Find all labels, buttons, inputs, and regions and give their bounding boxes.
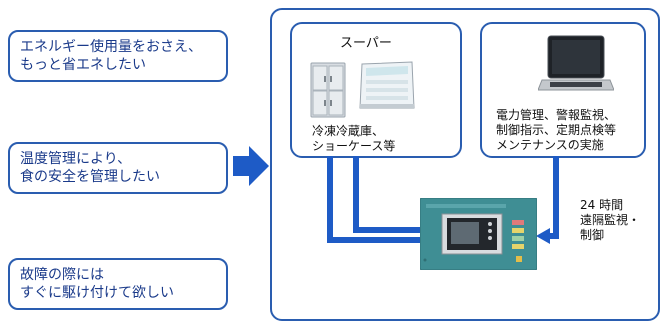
remote-label-line: 制御 (580, 228, 605, 242)
need-text-line: 温度管理により、 (20, 151, 132, 167)
maintenance-caption-line: メンテナンスの実施 (496, 138, 604, 152)
maintenance-card: 電力管理、警報監視、 制御指示、定期点検等 メンテナンスの実施 (480, 22, 646, 158)
showcase-icon (358, 60, 416, 112)
supermarket-caption-line: 冷凍冷蔵庫、 (312, 124, 385, 138)
fridge-icon (310, 62, 346, 118)
supermarket-card: スーパー 冷凍冷蔵庫、 ショーケース等 (290, 22, 462, 158)
remote-label-line: 遠隔監視・ (580, 213, 641, 227)
need-text-line: 故障の際には (20, 267, 104, 283)
need-box-energy: エネルギー使用量をおさえ、 もっと省エネしたい (8, 30, 228, 82)
controller-panel-icon (419, 197, 538, 271)
supermarket-title: スーパー (340, 36, 392, 51)
need-text-line: 食の安全を管理したい (20, 169, 160, 185)
maintenance-caption-line: 電力管理、警報監視、 (496, 108, 617, 122)
maintenance-caption-line: 制御指示、定期点検等 (496, 123, 617, 137)
supermarket-caption-line: ショーケース等 (312, 139, 396, 153)
need-box-food-safety: 温度管理により、 食の安全を管理したい (8, 142, 228, 194)
remote-label-line: 24 時間 (580, 198, 624, 212)
remote-monitoring-label: 24 時間 遠隔監視・ 制御 (580, 198, 658, 243)
need-text-line: もっと省エネしたい (20, 57, 146, 73)
arrow-right-icon (233, 146, 269, 186)
need-text-line: エネルギー使用量をおさえ、 (20, 39, 202, 55)
remote-link-arrow (536, 156, 566, 246)
need-text-line: すぐに駆け付けて欲しい (20, 285, 174, 301)
connector-lines (320, 156, 430, 246)
need-box-repair: 故障の際には すぐに駆け付けて欲しい (8, 258, 228, 310)
laptop-icon (537, 34, 615, 98)
